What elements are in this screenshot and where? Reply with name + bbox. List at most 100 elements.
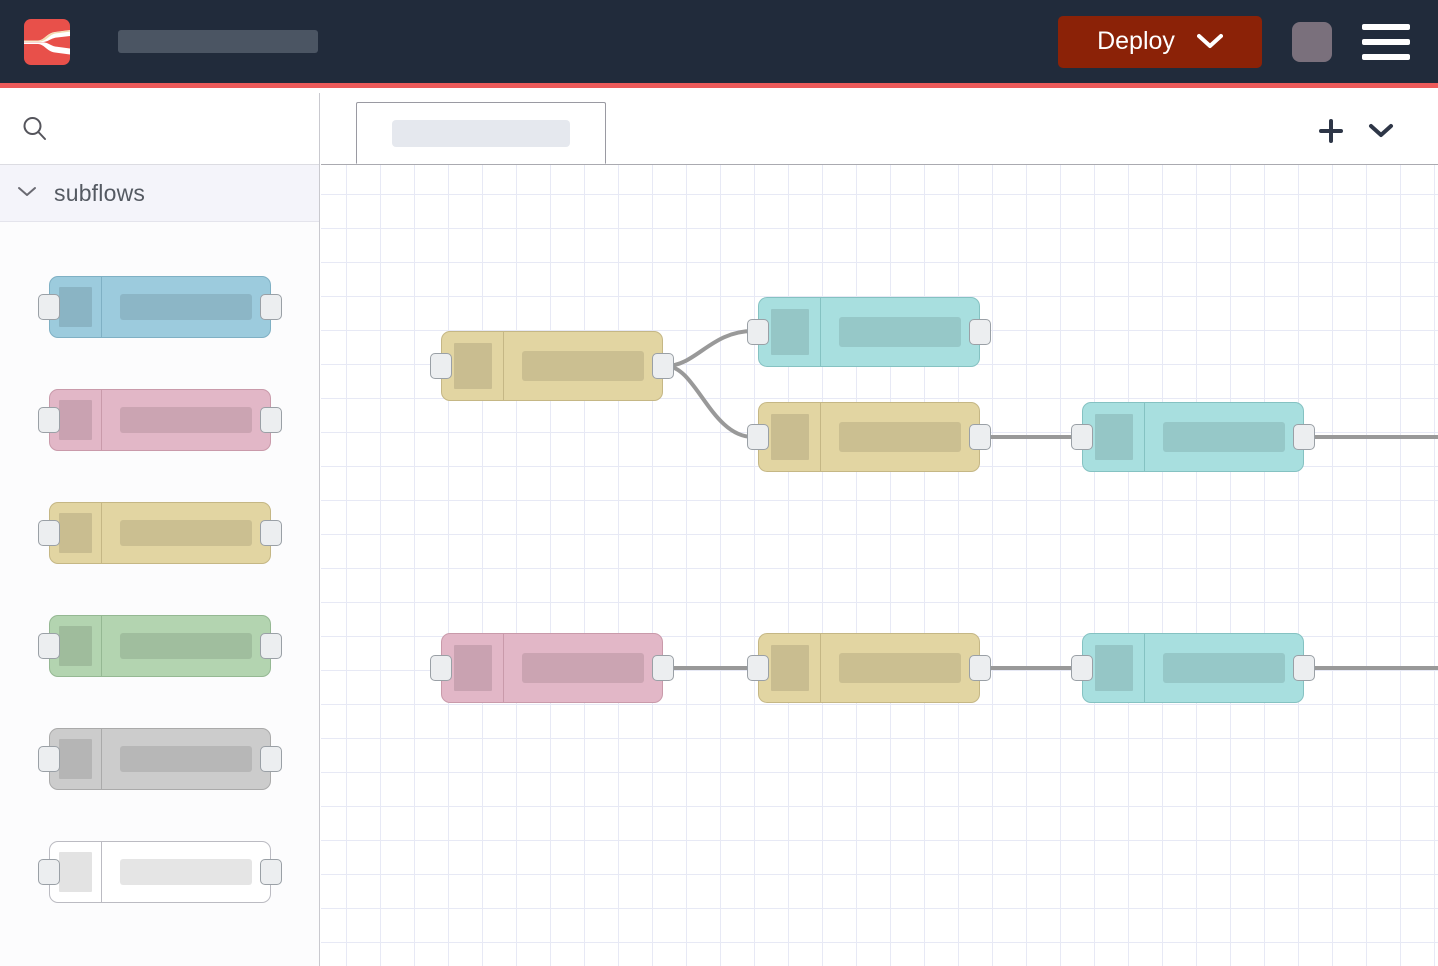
palette-category-label: subflows — [54, 179, 146, 206]
node-type-icon — [770, 645, 809, 691]
header-title-placeholder — [118, 30, 318, 53]
node-icon-box — [442, 634, 504, 702]
canvas-node-out-1[interactable] — [1071, 402, 1315, 472]
node-output-port[interactable] — [1293, 424, 1315, 450]
node-label — [119, 745, 252, 772]
node-input-port[interactable] — [37, 293, 60, 320]
palette-node-item[interactable] — [0, 815, 319, 928]
node-input-port[interactable] — [430, 655, 452, 681]
palette-node-3[interactable] — [37, 501, 282, 564]
node-icon-box — [759, 298, 821, 366]
node-label-area — [1145, 403, 1303, 471]
user-avatar[interactable] — [1292, 21, 1332, 62]
node-output-port[interactable] — [259, 519, 282, 546]
flow-tab-1[interactable] — [356, 102, 606, 164]
node-output-port[interactable] — [652, 353, 674, 379]
flow-canvas[interactable] — [321, 165, 1438, 966]
node-output-port[interactable] — [969, 655, 991, 681]
chevron-down-icon[interactable] — [1196, 27, 1223, 56]
palette-node-item[interactable] — [0, 589, 319, 702]
deploy-button[interactable]: Deploy — [1058, 15, 1262, 68]
node-input-port[interactable] — [37, 745, 60, 772]
canvas-node-inject[interactable] — [430, 331, 674, 401]
canvas-node-branch-bottom[interactable] — [747, 402, 991, 472]
palette-node-5[interactable] — [37, 727, 282, 790]
node-label-area — [504, 634, 662, 702]
node-icon-box — [442, 332, 504, 400]
node-output-port[interactable] — [259, 858, 282, 885]
node-label-area — [821, 403, 979, 471]
palette-search-row[interactable] — [0, 93, 319, 165]
palette-node-6[interactable] — [37, 840, 282, 903]
node-output-port[interactable] — [969, 424, 991, 450]
node-label — [119, 858, 252, 885]
node-icon-box — [1083, 403, 1145, 471]
node-label-area — [102, 503, 270, 563]
palette-node-item[interactable] — [0, 250, 319, 363]
node-output-port[interactable] — [969, 319, 991, 345]
node-icon-box — [1083, 634, 1145, 702]
node-input-port[interactable] — [430, 353, 452, 379]
add-flow-tab-button[interactable] — [1306, 102, 1356, 164]
node-input-port[interactable] — [1071, 655, 1093, 681]
node-input-port[interactable] — [747, 319, 769, 345]
palette-node-4[interactable] — [37, 614, 282, 677]
node-type-icon — [453, 645, 492, 691]
node-output-port[interactable] — [259, 632, 282, 659]
node-input-port[interactable] — [747, 424, 769, 450]
node-icon-box — [50, 502, 102, 563]
canvas-node-row2-2[interactable] — [747, 633, 991, 703]
app-header: Deploy — [0, 0, 1438, 88]
canvas-node-branch-top[interactable] — [747, 297, 991, 367]
node-input-port[interactable] — [37, 858, 60, 885]
node-input-port[interactable] — [1071, 424, 1093, 450]
canvas-node-row2-1[interactable] — [430, 633, 674, 703]
node-label-area — [821, 298, 979, 366]
palette-node-item[interactable] — [0, 702, 319, 815]
node-label-area — [102, 616, 270, 676]
node-label — [119, 632, 252, 659]
node-label — [839, 422, 961, 452]
node-output-port[interactable] — [259, 406, 282, 433]
node-output-port[interactable] — [259, 745, 282, 772]
chevron-down-icon[interactable] — [16, 184, 38, 203]
node-output-port[interactable] — [652, 655, 674, 681]
palette-node-1[interactable] — [37, 275, 282, 338]
palette-node-item[interactable] — [0, 476, 319, 589]
node-output-port[interactable] — [259, 293, 282, 320]
hamburger-menu-icon[interactable] — [1362, 23, 1410, 60]
node-type-icon — [58, 625, 92, 666]
node-type-icon — [453, 343, 492, 389]
node-type-icon — [58, 738, 92, 779]
node-label — [119, 519, 252, 546]
node-red-logo-icon[interactable] — [24, 18, 70, 65]
flow-tabbar — [321, 93, 1438, 165]
palette-category-subflows[interactable]: subflows — [0, 165, 319, 222]
node-icon-box — [50, 728, 102, 789]
node-type-icon — [770, 309, 809, 355]
node-type-icon — [58, 851, 92, 892]
node-label — [1163, 653, 1285, 683]
plus-icon[interactable] — [1318, 118, 1344, 149]
node-input-port[interactable] — [37, 632, 60, 659]
canvas-node-row2-3[interactable] — [1071, 633, 1315, 703]
node-label-area — [504, 332, 662, 400]
node-input-port[interactable] — [37, 519, 60, 546]
node-icon-box — [50, 389, 102, 450]
palette-node-2[interactable] — [37, 388, 282, 451]
node-label-area — [821, 634, 979, 702]
node-output-port[interactable] — [1293, 655, 1315, 681]
node-icon-box — [50, 615, 102, 676]
wire-inject-to-top[interactable] — [664, 329, 755, 368]
node-input-port[interactable] — [747, 655, 769, 681]
flow-tab-menu-button[interactable] — [1356, 102, 1406, 164]
palette-node-item[interactable] — [0, 363, 319, 476]
palette-sidebar: subflows — [0, 93, 320, 966]
search-icon[interactable] — [20, 114, 50, 144]
node-icon-box — [50, 276, 102, 337]
wire-inject-to-bottom[interactable] — [664, 364, 755, 439]
chevron-down-icon[interactable] — [1368, 123, 1394, 144]
node-input-port[interactable] — [37, 406, 60, 433]
node-label — [522, 653, 644, 683]
